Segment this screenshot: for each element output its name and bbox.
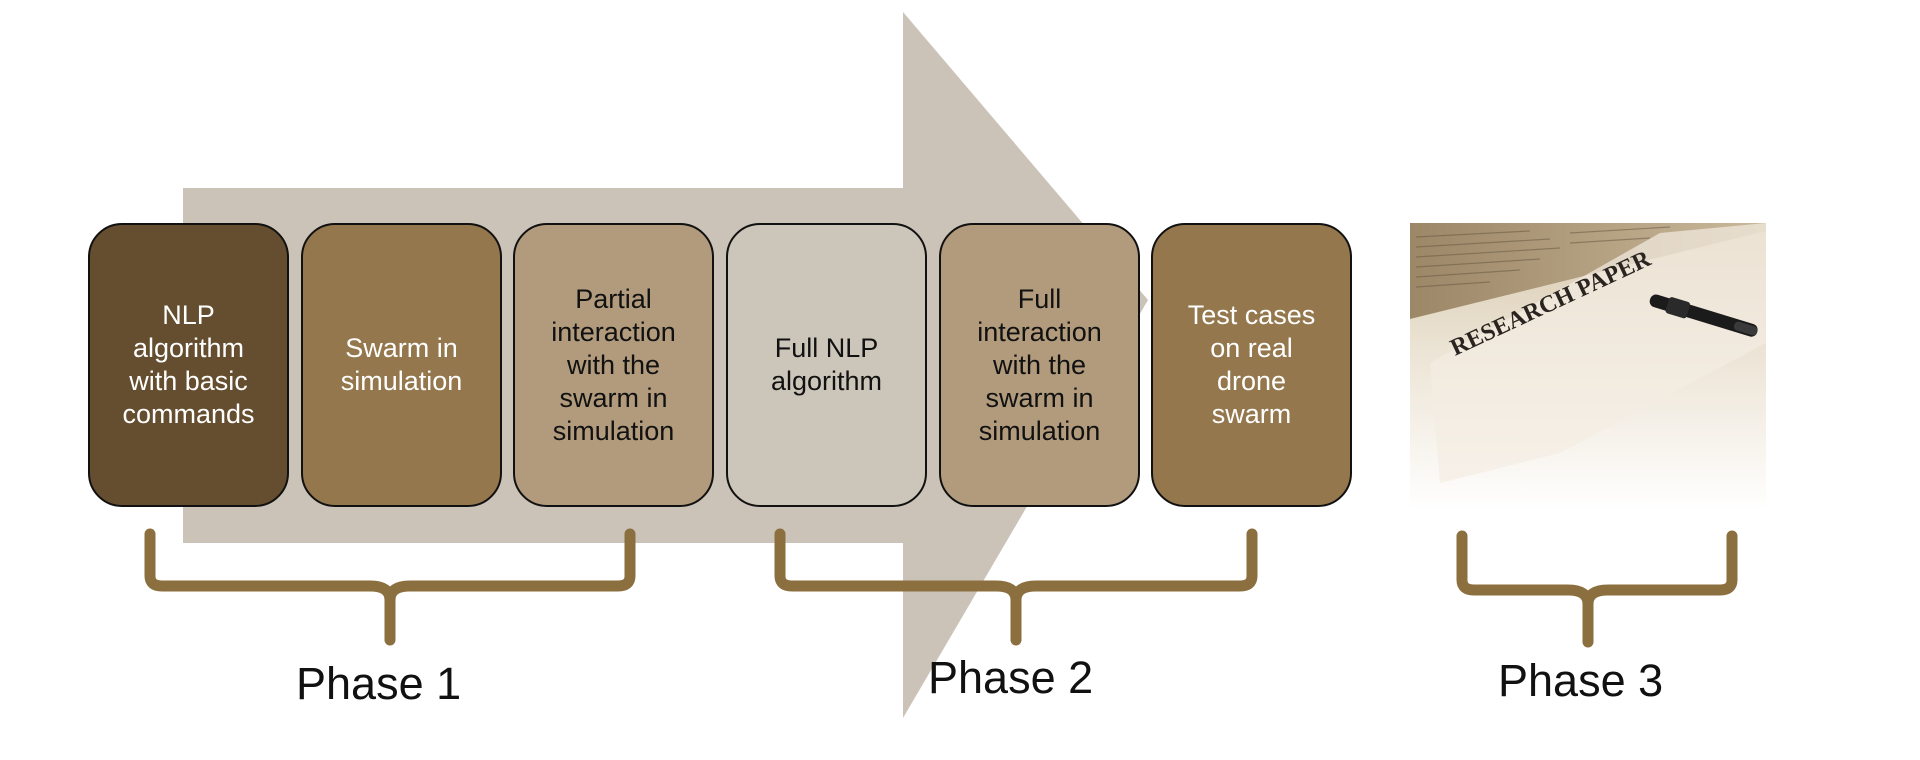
research-paper-image: RESEARCH PAPER xyxy=(1410,223,1766,511)
step-line: Full xyxy=(1017,283,1062,314)
step-line: interaction xyxy=(977,316,1102,347)
phase-2-label: Phase 2 xyxy=(928,652,1094,703)
step-line: swarm in xyxy=(985,382,1094,413)
step-line: algorithm xyxy=(770,366,883,396)
step-line: Partial xyxy=(575,283,652,314)
step-line: Test cases xyxy=(1187,300,1316,330)
step-line: algorithm xyxy=(132,333,245,363)
step-line: swarm xyxy=(1211,399,1292,429)
step-line: simulation xyxy=(552,415,675,446)
phase-3-label: Phase 3 xyxy=(1498,655,1664,706)
step-line: Swarm in xyxy=(345,333,458,363)
phase-2-brace xyxy=(774,528,1258,646)
step-line: with basic xyxy=(129,366,248,396)
phase-1-brace xyxy=(144,528,636,646)
step-line: interaction xyxy=(551,316,676,347)
step-test-cases: Test cases on real drone swarm xyxy=(1151,223,1352,507)
step-full-interaction: Full interaction with the swarm in simul… xyxy=(939,223,1140,507)
step-full-nlp: Full NLP algorithm xyxy=(726,223,927,507)
step-line: NLP xyxy=(162,300,215,330)
step-line: swarm in xyxy=(559,382,668,413)
step-line: Full NLP xyxy=(774,333,879,363)
step-swarm-simulation: Swarm in simulation xyxy=(301,223,502,507)
step-line: drone xyxy=(1216,366,1287,396)
step-line: commands xyxy=(122,399,255,429)
step-line: simulation xyxy=(978,415,1101,446)
step-line: on real xyxy=(1210,333,1293,363)
step-nlp-basic: NLP algorithm with basic commands xyxy=(88,223,289,507)
phase-1-label: Phase 1 xyxy=(296,658,462,709)
step-line: simulation xyxy=(340,366,463,396)
step-partial-interaction: Partial interaction with the swarm in si… xyxy=(513,223,714,507)
step-line: with the xyxy=(566,349,661,380)
step-line: with the xyxy=(992,349,1087,380)
phase-3-brace xyxy=(1456,530,1738,648)
